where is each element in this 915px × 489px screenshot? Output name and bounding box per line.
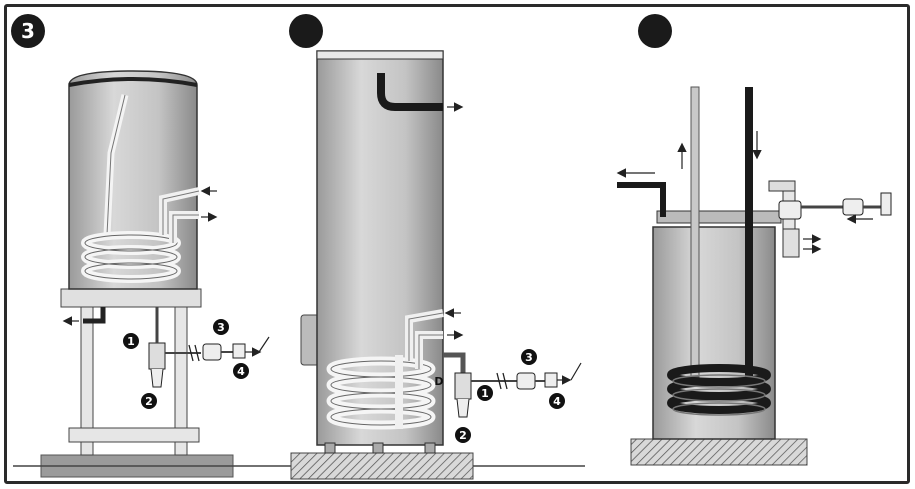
dip-tube-1-outline (106, 94, 126, 236)
svg-text:D: D (434, 375, 443, 388)
svg-text:4: 4 (553, 395, 561, 408)
tank-3-lid (656, 210, 782, 224)
mixing-valve-3 (778, 200, 802, 220)
callout-3-panel-1: 3 (213, 319, 229, 335)
callout-d-panel-2: D (434, 375, 443, 388)
svg-text:4: 4 (237, 365, 245, 378)
callout-1-panel-1: 1 (123, 333, 139, 349)
drain-pipe-1 (83, 307, 106, 324)
callout-2-panel-1: 2 (141, 393, 157, 409)
callout-4-panel-2: 4 (549, 393, 565, 409)
svg-text:3: 3 (525, 351, 533, 364)
panel-1-badge: 3 (11, 14, 45, 48)
floor-slab-3 (630, 438, 808, 466)
svg-text:1: 1 (481, 387, 489, 400)
panel-3 (616, 14, 892, 466)
stop-valve-1 (232, 343, 246, 359)
safety-valve-2 (454, 372, 472, 400)
outlet-pipe-3 (617, 182, 666, 217)
stand-crossbar (68, 427, 200, 443)
safety-valve-1 (148, 342, 166, 370)
rising-tube-3 (690, 86, 700, 378)
callout-2-panel-2: 2 (455, 427, 471, 443)
floor-slab-2 (290, 452, 474, 480)
stand-top-plate (60, 288, 202, 308)
stop-valve-3 (880, 192, 892, 216)
hot-outlet-pipe-2 (377, 73, 443, 111)
callout-3-panel-2: 3 (521, 349, 537, 365)
pressure-reducer-1 (202, 343, 222, 361)
panel-2-badge (289, 14, 323, 48)
svg-text:2: 2 (145, 395, 153, 408)
callout-4-panel-1: 4 (233, 363, 249, 379)
stop-valve-2 (544, 372, 558, 388)
svg-text:2: 2 (459, 429, 467, 442)
panel-1: 3 (11, 14, 270, 478)
falling-tube-3 (745, 87, 753, 377)
installation-diagram: 3 (11, 14, 892, 480)
callout-1-panel-2: 1 (477, 385, 493, 401)
svg-text:1: 1 (127, 335, 135, 348)
panel-1-badge-label: 3 (21, 19, 35, 43)
svg-text:3: 3 (217, 321, 225, 334)
check-valve-3 (842, 198, 864, 216)
tank-2-top-cap (316, 50, 444, 60)
heat-exchanger-coil-3 (667, 364, 771, 414)
diagram-frame: 3 (4, 4, 910, 484)
pressure-reducer-2 (516, 372, 536, 390)
panel-2: D 1 2 3 4 (289, 14, 582, 480)
tank-1-top-edge (68, 77, 198, 87)
panel-3-badge (638, 14, 672, 48)
